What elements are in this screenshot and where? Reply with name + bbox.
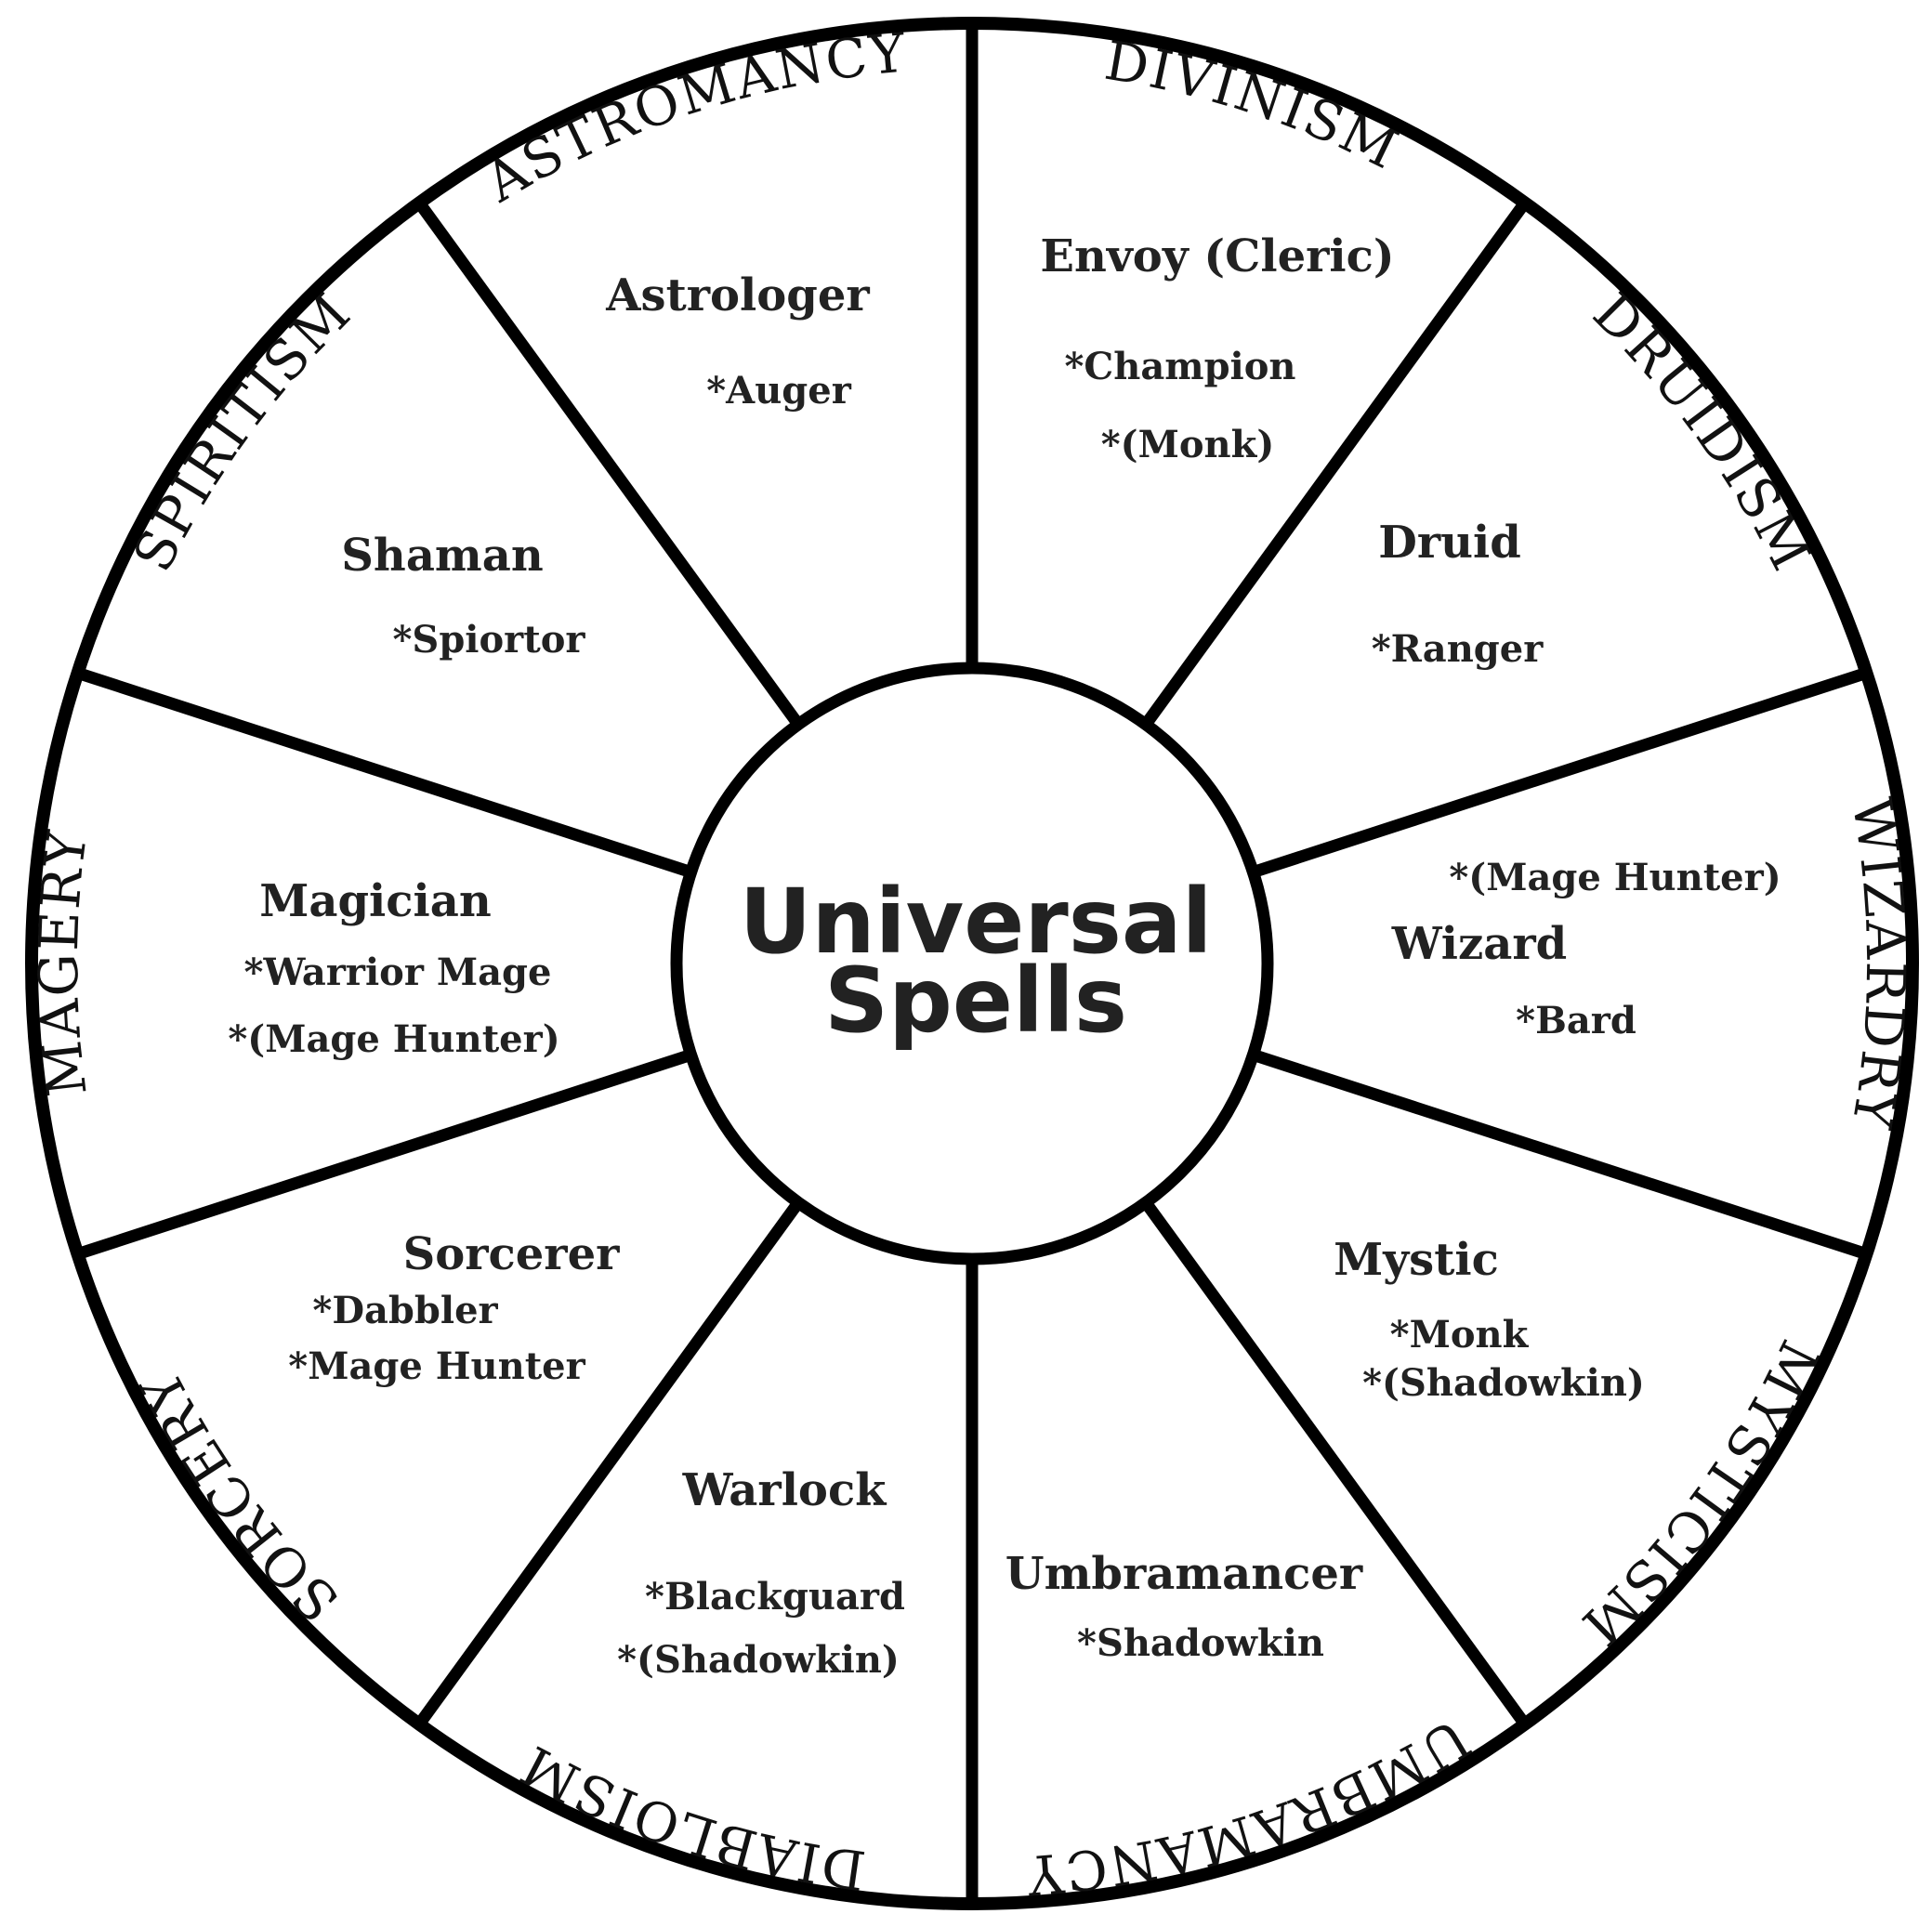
subclass-diabloism-1: *Blackguard xyxy=(645,1575,905,1619)
class-druidism: Druid xyxy=(1378,517,1521,569)
center-title-line1: Universal xyxy=(739,870,1212,974)
center-hub xyxy=(670,662,1274,1265)
subclass-divinism-1: *Champion xyxy=(1064,345,1295,388)
center-title-line2: Spells xyxy=(824,949,1127,1053)
class-divinism: Envoy (Cleric) xyxy=(1040,230,1394,282)
subclass-sorcery-1: *Dabbler xyxy=(312,1289,498,1332)
sector-divider xyxy=(75,1049,693,1260)
subclass-magery-1: *Warrior Mage xyxy=(244,950,552,994)
sector-divider xyxy=(1140,1199,1531,1728)
sector-dividers xyxy=(75,23,1869,1904)
school-label-astromancy: ASTROMANCY xyxy=(474,20,908,215)
subclass-druidism-1: *Ranger xyxy=(1372,627,1544,671)
school-label-druidism: DRUIDISM xyxy=(1581,281,1821,582)
subclass-spiritism-1: *Spiortor xyxy=(393,618,586,662)
class-diabloism: Warlock xyxy=(682,1464,888,1516)
class-spiritism: Shaman xyxy=(341,530,543,582)
sector-divider xyxy=(414,199,804,728)
class-astromancy: Astrologer xyxy=(605,269,870,321)
subclass-diabloism-2: *(Shadowkin) xyxy=(617,1638,900,1682)
sector-divider xyxy=(1251,667,1869,878)
subclass-mysticism-2: *(Shadowkin) xyxy=(1362,1361,1645,1405)
subclass-sorcery-2: *Mage Hunter xyxy=(288,1344,585,1388)
sector-divider xyxy=(1251,1049,1869,1260)
school-label-spiritism: SPIRITISM xyxy=(121,281,361,582)
subclass-divinism-2: *(Monk) xyxy=(1101,423,1275,466)
subclass-wizardry-pre: *(Mage Hunter) xyxy=(1449,856,1781,899)
school-label-umbramancy: UMBRAMANCY xyxy=(1023,1707,1478,1907)
sector-divider xyxy=(75,667,693,878)
school-label-magery: MAGERY xyxy=(27,826,98,1099)
class-wizardry: Wizard xyxy=(1391,918,1568,970)
class-mysticism: Mystic xyxy=(1334,1234,1499,1286)
subclass-mysticism-1: *Monk xyxy=(1390,1313,1530,1357)
sector-divider xyxy=(1140,199,1531,728)
class-magery: Magician xyxy=(259,875,492,927)
subclass-magery-2: *(Mage Hunter) xyxy=(228,1017,559,1061)
school-label-divinism: DIVINISM xyxy=(1100,29,1407,182)
subclass-wizardry-1: *Bard xyxy=(1516,999,1636,1042)
school-label-wizardry: WIZARDRY xyxy=(1839,793,1915,1134)
subclass-umbramancy-1: *Shadowkin xyxy=(1077,1621,1324,1665)
class-sorcery: Sorcerer xyxy=(403,1228,621,1280)
sector-divider xyxy=(414,1199,804,1728)
subclass-astromancy-1: *Auger xyxy=(706,369,851,413)
class-umbramancy: Umbramancer xyxy=(1005,1548,1363,1600)
school-label-sorcery: SORCERY xyxy=(128,1359,349,1633)
